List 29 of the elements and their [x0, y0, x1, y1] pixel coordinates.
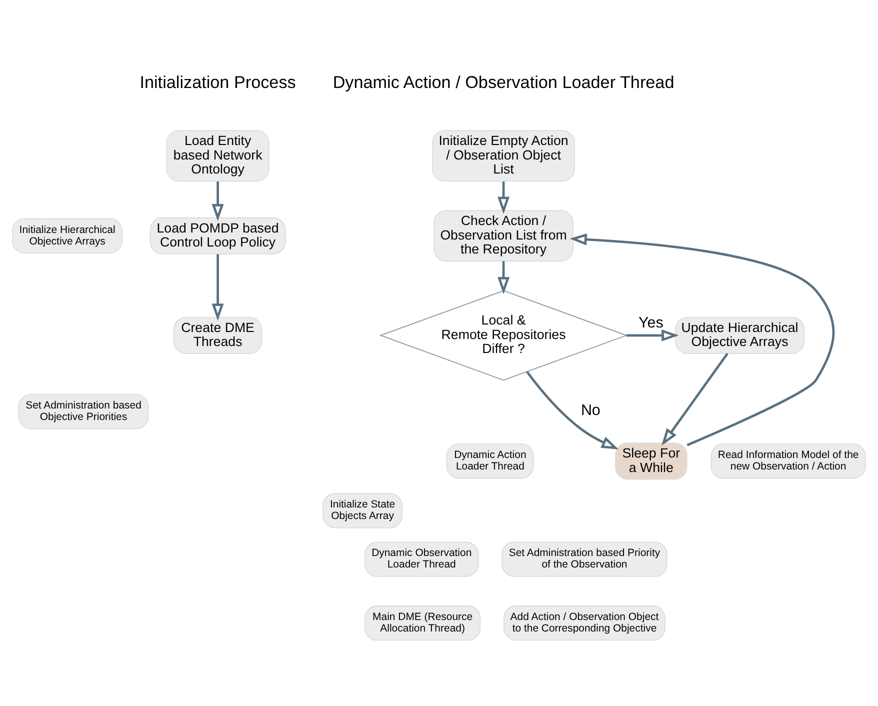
node-box: Set Administration based Objective Priorities — [18, 393, 149, 429]
arrow — [498, 181, 510, 214]
node-box: Main DME (Resource Allocation Thread) — [364, 604, 481, 640]
node-box: Initialize Empty Action / Obseration Object List — [432, 130, 575, 182]
label: Initialization Process — [140, 72, 296, 92]
arrow — [662, 352, 728, 446]
arrow — [498, 260, 510, 294]
node-box: Load POMDP based Control Loop Policy — [150, 216, 286, 254]
arrow — [626, 328, 679, 341]
node-box: Sleep For a While — [614, 442, 688, 480]
node-box: Dynamic Action Loader Thread — [446, 443, 534, 478]
node-box: Set Administration based Priority of the Observation — [502, 541, 668, 576]
node-box: Dynamic Observation Loader Thread — [364, 541, 479, 576]
node-box: Check Action / Observation List from the Repository — [434, 210, 574, 262]
node-box: Initialize Hierarchical Objective Arrays — [12, 218, 123, 253]
node-box: Read Information Model of the new Observation / Action — [710, 443, 866, 478]
label: Dynamic Action / Observation Loader Thread — [332, 72, 674, 92]
node-box: Add Action / Observation Object to the Corresponding Objective — [504, 604, 666, 640]
arrow — [212, 181, 224, 221]
arrow — [212, 254, 224, 320]
edge-label: No — [580, 402, 600, 419]
edge-label: Yes — [638, 314, 664, 332]
node-box: Load Entity based Network Ontology — [166, 130, 270, 182]
node-box: Initialize State Objects Array — [322, 492, 403, 528]
node-box: Create DME Threads — [174, 316, 262, 354]
arrow — [526, 370, 619, 449]
arrow — [570, 232, 835, 446]
node-diamond: Local & Remote Repositories Differ ? — [379, 290, 628, 380]
node-box: Update Hierarchical Objective Arrays — [674, 316, 804, 354]
